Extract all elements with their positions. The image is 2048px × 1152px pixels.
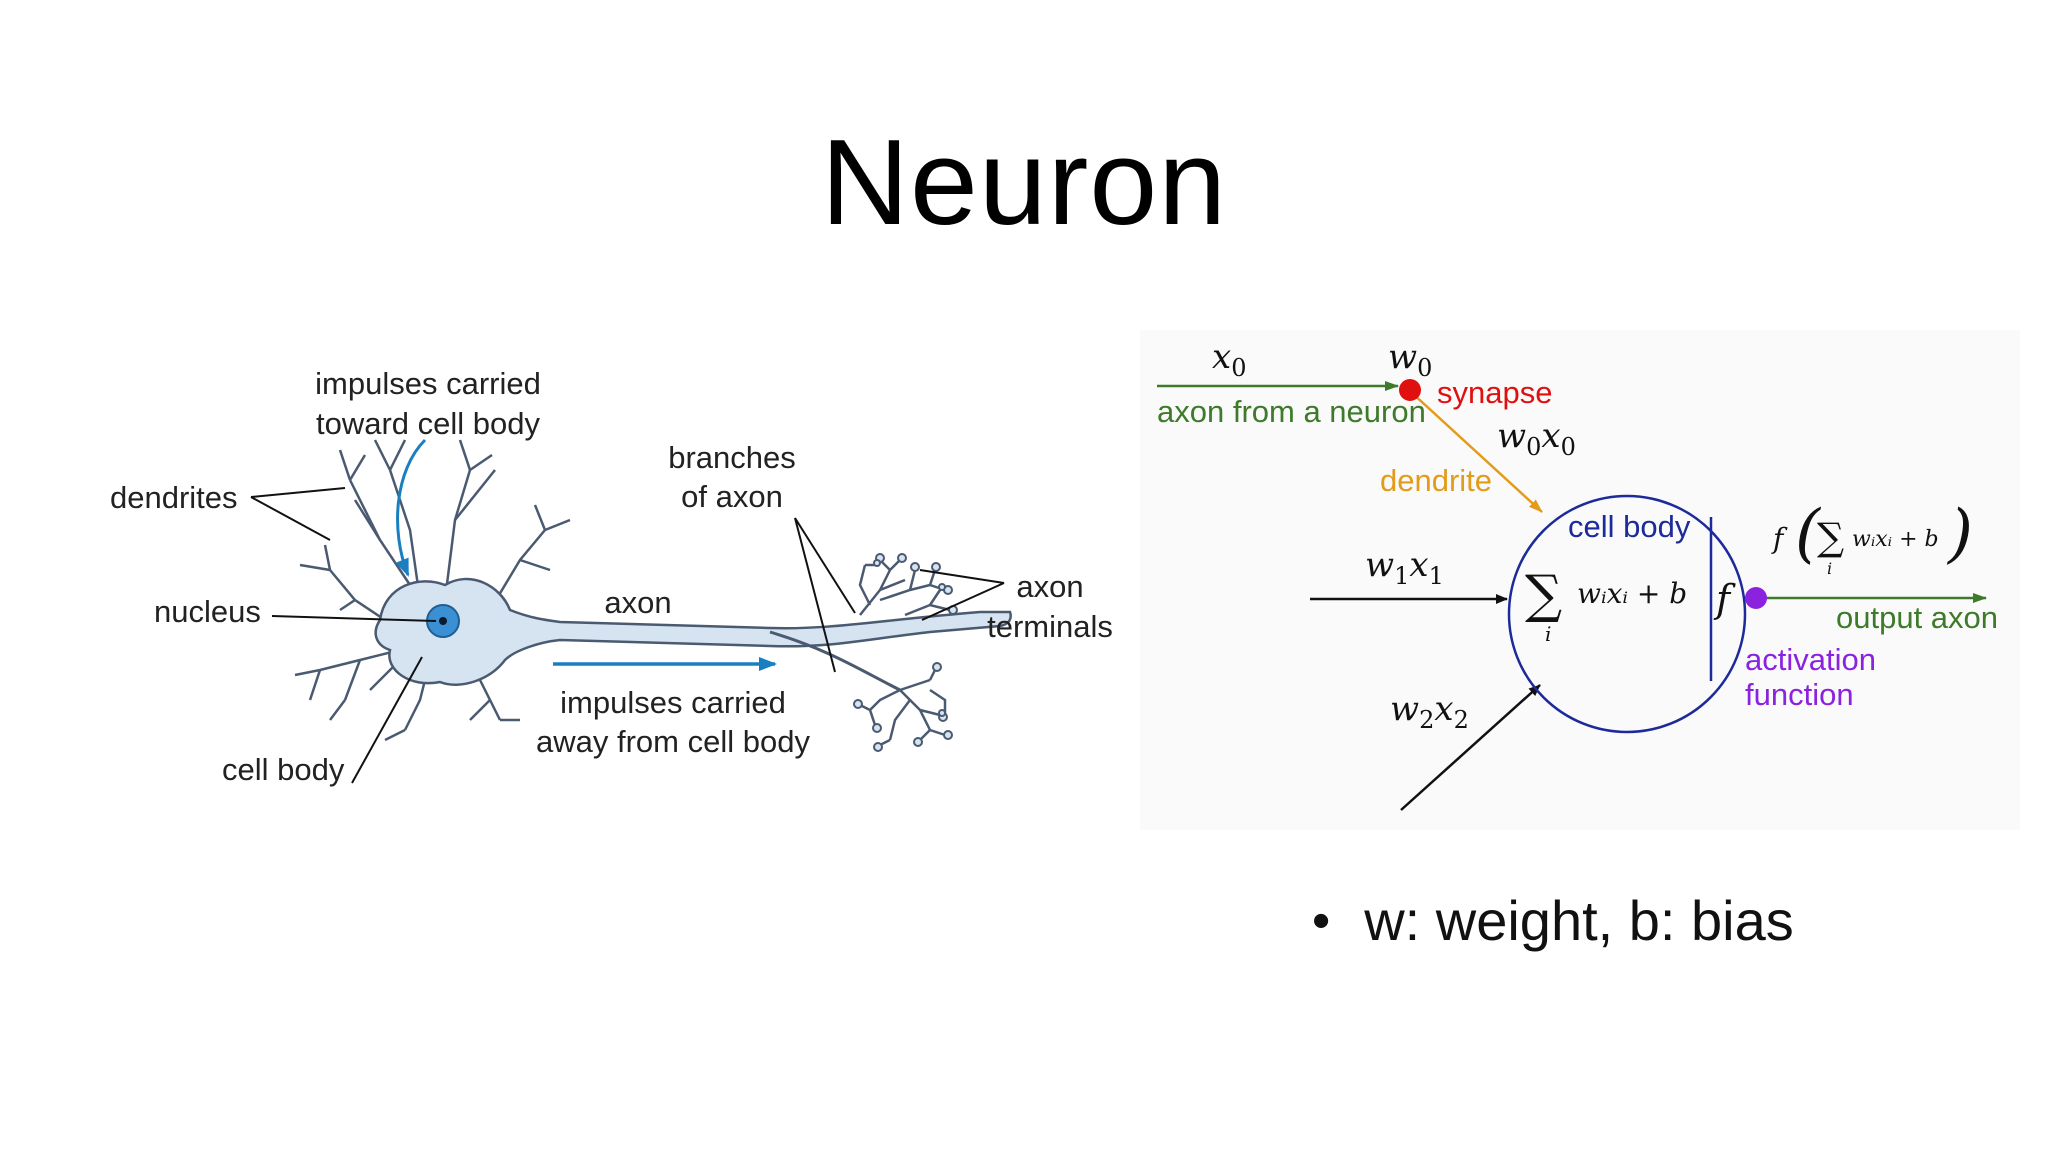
label-impulses-away-line2: away from cell body — [536, 724, 810, 759]
label-terminals-line1: axon — [1016, 569, 1083, 604]
label-cell-body: cell body — [222, 752, 345, 787]
model-background — [1140, 330, 2020, 830]
label-branches-line1: branches — [668, 440, 796, 475]
label-activation-line1: activation — [1745, 642, 1876, 677]
sum-symbol: ∑ — [1525, 565, 1562, 625]
bullet-text: w: weight, b: bias — [1364, 889, 1794, 952]
terminal-knobs-upper — [873, 553, 958, 615]
label-terminals-line2: terminals — [987, 609, 1113, 644]
label-dendrite: dendrite — [1380, 463, 1492, 498]
input-w2x2-line — [1400, 684, 1541, 811]
output-close-paren: ) — [1946, 497, 1973, 571]
slide-title: Neuron — [820, 114, 1228, 250]
nucleolus-dot — [439, 617, 447, 625]
biological-neuron: impulses carried toward cell body dendri… — [110, 366, 1113, 787]
label-w1x1: w1x1 — [1365, 545, 1444, 590]
dendrite-branches — [294, 439, 571, 742]
activation-dot — [1745, 587, 1767, 609]
impulse-toward-arrow — [395, 438, 427, 577]
label-impulses-toward-line1: impulses carried — [315, 366, 541, 401]
label-nucleus: nucleus — [154, 594, 261, 629]
label-w0: w0 — [1388, 337, 1432, 382]
label-dendrites: dendrites — [110, 480, 238, 515]
output-open-paren: ( — [1795, 497, 1822, 571]
label-w0x0: w0x0 — [1497, 416, 1576, 461]
label-activation-line2: function — [1745, 677, 1854, 712]
dendrite-line — [1410, 391, 1543, 513]
label-impulses-toward-line2: toward cell body — [316, 406, 541, 441]
label-cell-body-model: cell body — [1568, 509, 1691, 544]
sum-expression: wᵢxᵢ + b — [1577, 577, 1687, 610]
leader-lines — [250, 487, 1005, 784]
cell-body-shape — [374, 577, 1012, 687]
label-impulses-away-line1: impulses carried — [560, 685, 786, 720]
output-sum-symbol: ∑ — [1817, 515, 1844, 559]
label-axon-from-neuron: axon from a neuron — [1157, 394, 1426, 429]
label-synapse: synapse — [1437, 375, 1552, 410]
label-x0: x0 — [1212, 337, 1246, 382]
sum-index: i — [1545, 622, 1551, 646]
output-expression: wᵢxᵢ + b — [1852, 527, 1939, 552]
mathematical-model: x0 w0 w0x0 w1x1 w2x2 ∑ i wᵢxᵢ + b f f ( … — [1140, 330, 2020, 830]
bullet-dot-icon: • — [1312, 891, 1331, 950]
cell-body-circle — [1507, 494, 1747, 734]
label-branches-line2: of axon — [681, 479, 783, 514]
bullet-item: • w: weight, b: bias — [1312, 888, 1794, 953]
label-w2x2: w2x2 — [1390, 689, 1469, 734]
label-axon: axon — [604, 585, 671, 620]
output-sum-index: i — [1827, 559, 1832, 578]
axon-lower-branch — [769, 630, 901, 692]
terminal-knobs-lower — [853, 662, 953, 752]
label-output-axon: output axon — [1836, 600, 1998, 635]
synapse-dot — [1399, 379, 1421, 401]
axon-terminals-lower — [859, 669, 947, 747]
